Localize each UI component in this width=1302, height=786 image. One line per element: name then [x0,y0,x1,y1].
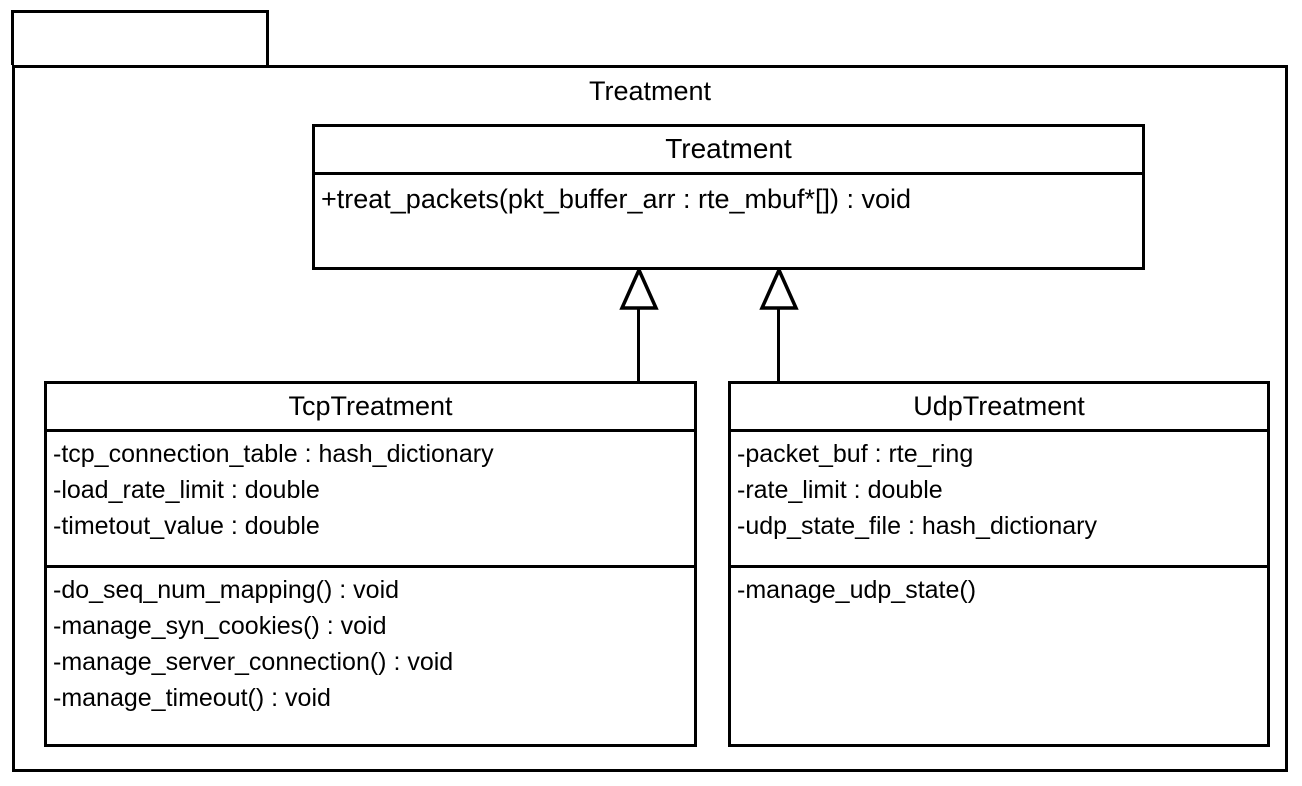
class-name-treatment: Treatment [315,127,1142,175]
attribute-row: -timetout_value : double [53,512,320,540]
package-title: Treatment [588,76,712,106]
class-attributes-tcp-treatment: -tcp_connection_table : hash_dictionary … [47,432,694,568]
generalization-line-tcp [637,305,640,383]
class-methods-treatment: +treat_packets(pkt_buffer_arr : rte_mbuf… [315,175,1142,222]
method-row: +treat_packets(pkt_buffer_arr : rte_mbuf… [321,184,912,214]
class-name-udp-treatment: UdpTreatment [731,384,1267,432]
generalization-arrow-udp [759,268,799,310]
class-methods-udp-treatment: -manage_udp_state() [731,568,1267,612]
class-box-udp-treatment[interactable]: UdpTreatment -packet_buf : rte_ring -rat… [728,381,1270,747]
method-row: -manage_udp_state() [737,576,977,604]
package-tab [11,10,269,65]
attribute-row: -tcp_connection_table : hash_dictionary [53,440,494,468]
attribute-row: -packet_buf : rte_ring [737,440,974,468]
attribute-row: -load_rate_limit : double [53,476,320,504]
method-row: -manage_timeout() : void [53,684,331,712]
attribute-row: -udp_state_file : hash_dictionary [737,512,1097,540]
class-methods-tcp-treatment: -do_seq_num_mapping() : void -manage_syn… [47,568,694,720]
class-attributes-udp-treatment: -packet_buf : rte_ring -rate_limit : dou… [731,432,1267,568]
method-row: -manage_syn_cookies() : void [53,612,387,640]
class-box-treatment[interactable]: Treatment +treat_packets(pkt_buffer_arr … [312,124,1145,270]
generalization-line-udp [777,305,780,383]
attribute-row: -rate_limit : double [737,476,943,504]
method-row: -manage_server_connection() : void [53,648,454,676]
class-name-tcp-treatment: TcpTreatment [47,384,694,432]
generalization-arrow-tcp [619,268,659,310]
class-box-tcp-treatment[interactable]: TcpTreatment -tcp_connection_table : has… [44,381,697,747]
method-row: -do_seq_num_mapping() : void [53,576,400,604]
